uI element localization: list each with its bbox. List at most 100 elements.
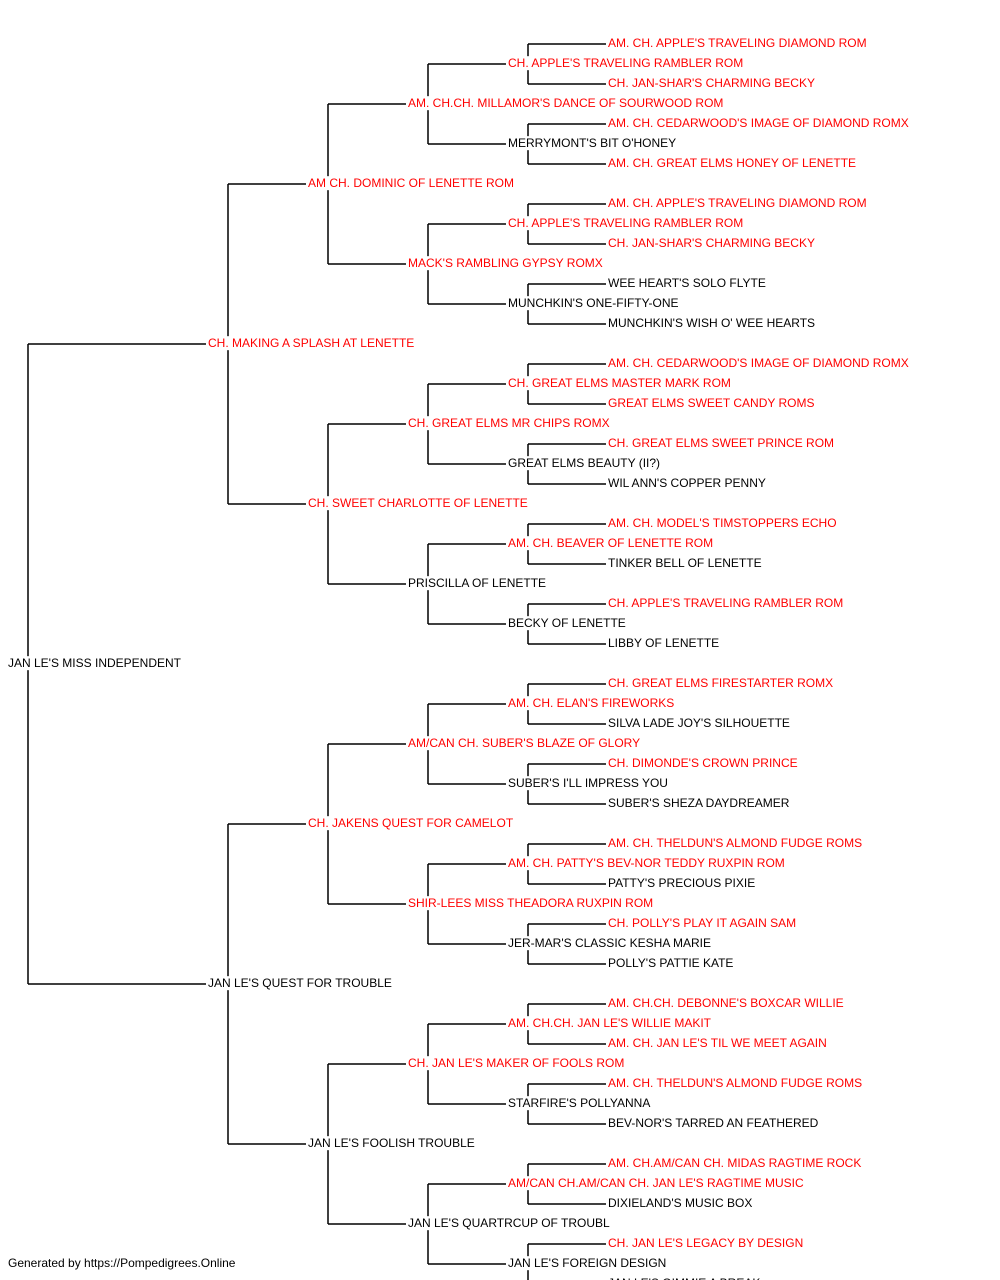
- pedigree-node-backdrop: [507, 776, 669, 791]
- pedigree-node-subject-dam-dam-dam: JAN LE'S QUARTRCUP OF TROUBL: [408, 1216, 610, 1230]
- pedigree-node-backdrop: [7, 656, 183, 671]
- pedigree-node-backdrop: [607, 436, 836, 451]
- pedigree-node-backdrop: [507, 296, 680, 311]
- pedigree-node-backdrop: [607, 756, 799, 771]
- pedigree-node-subject-sire-sire-sire-dam-dam: AM. CH. GREAT ELMS HONEY OF LENETTE: [608, 156, 856, 170]
- pedigree-node-subject-dam-dam-dam-dam-dam: JAN LE'S GIMMIE A BREAK: [608, 1276, 760, 1280]
- pedigree-node-subject-dam-sire-sire: AM/CAN CH. SUBER'S BLAZE OF GLORY: [408, 736, 640, 750]
- pedigree-node-subject-sire-dam-dam-sire-sire: AM. CH. MODEL'S TIMSTOPPERS ECHO: [608, 516, 837, 530]
- pedigree-node-backdrop: [507, 696, 676, 711]
- pedigree-node-backdrop: [607, 356, 910, 371]
- pedigree-node-backdrop: [507, 856, 786, 871]
- pedigree-node-subject-dam-dam-dam-sire-dam: DIXIELAND'S MUSIC BOX: [608, 1196, 752, 1210]
- pedigree-node-subject-sire: CH. MAKING A SPLASH AT LENETTE: [208, 336, 414, 350]
- pedigree-node-subject-dam-sire-dam: SHIR-LEES MISS THEADORA RUXPIN ROM: [408, 896, 653, 910]
- pedigree-node-subject-sire-sire-sire-dam-sire: AM. CH. CEDARWOOD'S IMAGE OF DIAMOND ROM…: [608, 116, 909, 130]
- pedigree-node-backdrop: [407, 1056, 626, 1071]
- pedigree-node-subject-dam-dam-dam-sire: AM/CAN CH.AM/CAN CH. JAN LE'S RAGTIME MU…: [508, 1176, 804, 1190]
- pedigree-node-subject-dam-sire: CH. JAKENS QUEST FOR CAMELOT: [308, 816, 514, 830]
- pedigree-node-backdrop: [607, 1196, 754, 1211]
- pedigree-node-subject-sire-dam: CH. SWEET CHARLOTTE OF LENETTE: [308, 496, 528, 510]
- pedigree-node-backdrop: [407, 96, 725, 111]
- pedigree-node-subject-dam-dam-dam-sire-sire: AM. CH.AM/CAN CH. MIDAS RAGTIME ROCK: [608, 1156, 861, 1170]
- pedigree-node-subject-sire-dam-sire-dam: GREAT ELMS BEAUTY (II?): [508, 456, 660, 470]
- pedigree-node-backdrop: [607, 316, 817, 331]
- pedigree-node-backdrop: [607, 1036, 828, 1051]
- pedigree-node-backdrop: [507, 216, 745, 231]
- pedigree-node-subject-dam-sire-dam-dam-dam: POLLY'S PATTIE KATE: [608, 956, 733, 970]
- pedigree-node-subject-dam-dam-sire: CH. JAN LE'S MAKER OF FOOLS ROM: [408, 1056, 624, 1070]
- pedigree-node-subject-dam-dam-sire-dam-dam: BEV-NOR'S TARRED AN FEATHERED: [608, 1116, 819, 1130]
- pedigree-node-subject-sire-dam-sire-sire: CH. GREAT ELMS MASTER MARK ROM: [508, 376, 731, 390]
- pedigree-node-backdrop: [407, 256, 604, 271]
- pedigree-node-backdrop: [607, 276, 767, 291]
- pedigree-node-subject-dam-sire-dam-dam: JER-MAR'S CLASSIC KESHA MARIE: [508, 936, 711, 950]
- pedigree-node-subject-dam-sire-sire-sire: AM. CH. ELAN'S FIREWORKS: [508, 696, 674, 710]
- pedigree-node-backdrop: [507, 376, 732, 391]
- pedigree-node-subject-sire-sire-dam-dam-dam: MUNCHKIN'S WISH O' WEE HEARTS: [608, 316, 815, 330]
- pedigree-node-backdrop: [307, 816, 515, 831]
- pedigree-node-backdrop: [407, 896, 655, 911]
- pedigree-node-subject-dam-dam-sire-sire-sire: AM. CH.CH. DEBONNE'S BOXCAR WILLIE: [608, 996, 844, 1010]
- pedigree-node-subject-dam-dam-sire-sire-dam: AM. CH. JAN LE'S TIL WE MEET AGAIN: [608, 1036, 827, 1050]
- pedigree-node-subject-dam-sire-sire-sire-sire: CH. GREAT ELMS FIRESTARTER ROMX: [608, 676, 833, 690]
- pedigree-node-subject-sire-dam-sire-dam-sire: CH. GREAT ELMS SWEET PRINCE ROM: [608, 436, 834, 450]
- pedigree-node-backdrop: [607, 996, 845, 1011]
- pedigree-node-subject-dam-sire-sire-dam-sire: CH. DIMONDE'S CROWN PRINCE: [608, 756, 798, 770]
- pedigree-node-backdrop: [307, 176, 516, 191]
- pedigree-node-subject-dam-sire-dam-sire-sire: AM. CH. THELDUN'S ALMOND FUDGE ROMS: [608, 836, 862, 850]
- pedigree-node-subject-sire-sire-sire-sire: CH. APPLE'S TRAVELING RAMBLER ROM: [508, 56, 743, 70]
- pedigree-node-subject-dam-sire-dam-sire: AM. CH. PATTY'S BEV-NOR TEDDY RUXPIN ROM: [508, 856, 785, 870]
- pedigree-node-subject-dam-dam: JAN LE'S FOOLISH TROUBLE: [308, 1136, 475, 1150]
- pedigree-node-subject-sire-dam-dam-dam: BECKY OF LENETTE: [508, 616, 626, 630]
- pedigree-node-backdrop: [207, 976, 393, 991]
- pedigree-node-backdrop: [507, 456, 662, 471]
- pedigree-node-subject-sire-sire-dam-dam-sire: WEE HEART'S SOLO FLYTE: [608, 276, 766, 290]
- pedigree-node-backdrop: [607, 156, 858, 171]
- pedigree-node-backdrop: [607, 196, 868, 211]
- pedigree-node-subject-sire-dam-sire: CH. GREAT ELMS MR CHIPS ROMX: [408, 416, 610, 430]
- pedigree-node-subject-sire-sire-sire-sire-sire: AM. CH. APPLE'S TRAVELING DIAMOND ROM: [608, 36, 867, 50]
- pedigree-node-subject-sire-dam-dam-sire: AM. CH. BEAVER OF LENETTE ROM: [508, 536, 713, 550]
- pedigree-node-backdrop: [607, 716, 791, 731]
- pedigree-node-backdrop: [507, 1176, 805, 1191]
- pedigree-node-subject-dam-sire-sire-dam: SUBER'S I'LL IMPRESS YOU: [508, 776, 668, 790]
- pedigree-node-backdrop: [607, 236, 816, 251]
- pedigree-node-subject-dam-dam-sire-dam-sire: AM. CH. THELDUN'S ALMOND FUDGE ROMS: [608, 1076, 862, 1090]
- pedigree-node-backdrop: [607, 1156, 863, 1171]
- generated-by-footer: Generated by https://Pompedigrees.Online: [8, 1256, 236, 1270]
- pedigree-node-backdrop: [607, 1116, 820, 1131]
- pedigree-node-subject-sire-sire-dam-sire: CH. APPLE'S TRAVELING RAMBLER ROM: [508, 216, 743, 230]
- pedigree-node-backdrop: [607, 1236, 805, 1251]
- pedigree-node-subject-sire-dam-sire-dam-dam: WIL ANN'S COPPER PENNY: [608, 476, 766, 490]
- pedigree-node-backdrop: [607, 36, 868, 51]
- pedigree-node-backdrop: [607, 636, 721, 651]
- pedigree-node-subject-dam: JAN LE'S QUEST FOR TROUBLE: [208, 976, 392, 990]
- pedigree-node-backdrop: [607, 596, 845, 611]
- pedigree-node-backdrop: [507, 136, 678, 151]
- pedigree-node-subject-sire-dam-dam-dam-dam: LIBBY OF LENETTE: [608, 636, 719, 650]
- pedigree-node-backdrop: [607, 76, 816, 91]
- pedigree-node-backdrop: [607, 836, 864, 851]
- pedigree-node-subject-sire-sire-sire-sire-dam: CH. JAN-SHAR'S CHARMING BECKY: [608, 76, 815, 90]
- pedigree-node-subject-sire-sire-sire: AM. CH.CH. MILLAMOR'S DANCE OF SOURWOOD …: [408, 96, 723, 110]
- pedigree-node-backdrop: [407, 576, 548, 591]
- pedigree-node-subject-sire-dam-dam-dam-sire: CH. APPLE'S TRAVELING RAMBLER ROM: [608, 596, 843, 610]
- pedigree-node-backdrop: [307, 496, 529, 511]
- pedigree-node-subject-dam-sire-dam-dam-sire: CH. POLLY'S PLAY IT AGAIN SAM: [608, 916, 796, 930]
- pedigree-node-subject: JAN LE'S MISS INDEPENDENT: [8, 656, 182, 670]
- pedigree-node-subject-sire-sire-dam-sire-sire: AM. CH. APPLE'S TRAVELING DIAMOND ROM: [608, 196, 867, 210]
- pedigree-node-backdrop: [407, 1216, 611, 1231]
- pedigree-node-backdrop: [607, 676, 835, 691]
- pedigree-node-subject-dam-sire-dam-sire-dam: PATTY'S PRECIOUS PIXIE: [608, 876, 755, 890]
- pedigree-node-backdrop: [607, 956, 735, 971]
- pedigree-node-backdrop: [607, 1076, 864, 1091]
- pedigree-node-subject-sire-sire-dam: MACK'S RAMBLING GYPSY ROMX: [408, 256, 603, 270]
- pedigree-node-backdrop: [607, 916, 798, 931]
- pedigree-node-subject-dam-sire-sire-dam-dam: SUBER'S SHEZA DAYDREAMER: [608, 796, 790, 810]
- pedigree-node-backdrop: [507, 56, 745, 71]
- pedigree-node-backdrop: [407, 416, 611, 431]
- pedigree-node-subject-sire-sire-dam-sire-dam: CH. JAN-SHAR'S CHARMING BECKY: [608, 236, 815, 250]
- pedigree-node-subject-dam-sire-sire-sire-dam: SILVA LADE JOY'S SILHOUETTE: [608, 716, 790, 730]
